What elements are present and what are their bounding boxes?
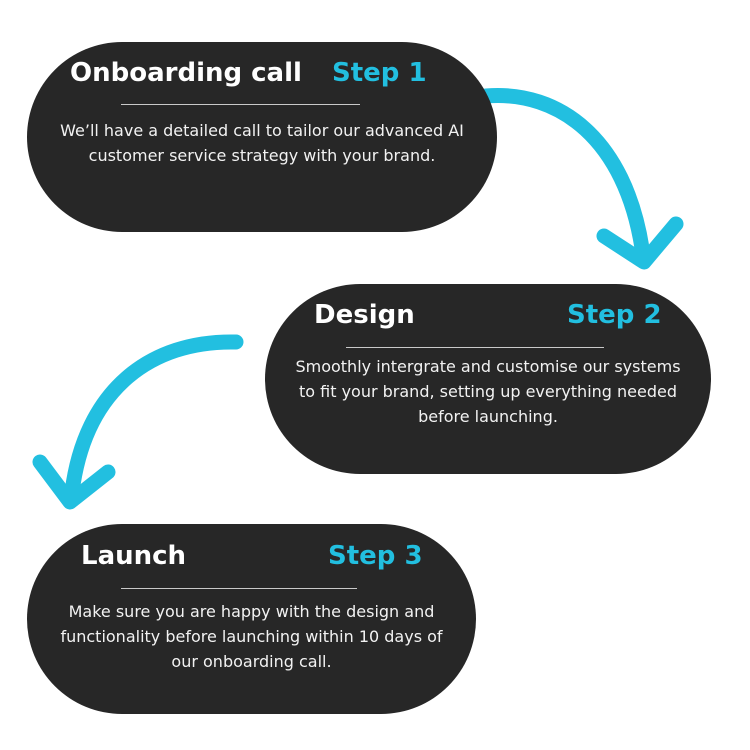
- step-description: Smoothly intergrate and customise our sy…: [295, 357, 681, 426]
- divider: [121, 588, 357, 589]
- step-title: Onboarding call: [70, 58, 302, 88]
- step-number: Step 2: [567, 300, 662, 330]
- step-card-launch: Launch Step 3 Make sure you are happy wi…: [27, 524, 476, 714]
- step-number: Step 1: [332, 58, 427, 88]
- step-card-design: Design Step 2 Smoothly intergrate and cu…: [265, 284, 711, 474]
- step-title: Design: [314, 300, 415, 330]
- step-description: We’ll have a detailed call to tailor our…: [60, 121, 464, 165]
- step-card-onboarding: Onboarding call Step 1 We’ll have a deta…: [27, 42, 497, 232]
- divider: [121, 104, 360, 105]
- step-title: Launch: [81, 541, 187, 571]
- step-description: Make sure you are happy with the design …: [60, 602, 443, 671]
- step-number: Step 3: [328, 541, 423, 571]
- divider: [346, 347, 604, 348]
